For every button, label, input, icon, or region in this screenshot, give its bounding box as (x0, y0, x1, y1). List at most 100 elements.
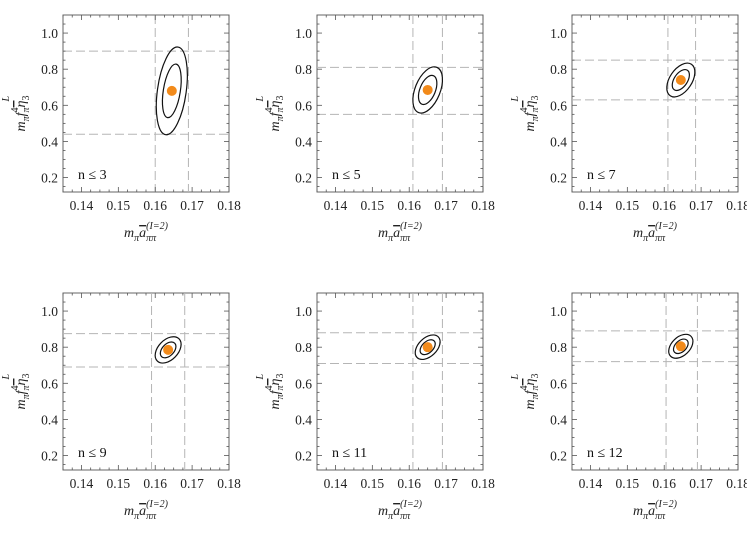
y-tick-label: 0.6 (295, 376, 312, 391)
y-tick-label: 1.0 (295, 304, 312, 319)
y-tick-label: 0.4 (41, 412, 58, 427)
x-tick-label: 0.17 (689, 476, 713, 491)
y-tick-label: 0.2 (550, 449, 567, 464)
confidence-ellipse-outer (155, 46, 188, 136)
panel-label: n ≤ 5 (332, 168, 361, 183)
x-tick-label: 0.15 (107, 198, 131, 213)
y-tick-label: 0.4 (550, 412, 567, 427)
best-fit-point (422, 84, 433, 95)
y-tick-label: 0.8 (295, 340, 312, 355)
x-tick-label: 0.18 (471, 198, 495, 213)
best-fit-point (422, 342, 433, 353)
x-tick-label: 0.14 (579, 476, 603, 491)
confidence-ellipse-outer (666, 62, 696, 98)
confidence-ellipse-outer (412, 66, 444, 114)
y-tick-label: 0.4 (295, 412, 312, 427)
y-tick-label: 0.8 (41, 62, 58, 77)
x-tick-label: 0.17 (434, 476, 458, 491)
x-axis-label: mπaππ(I=2) (633, 221, 678, 244)
x-tick-label: 0.18 (217, 198, 241, 213)
panel-label: n ≤ 3 (78, 168, 107, 183)
x-axis-label: mπaππ(I=2) (124, 499, 169, 522)
x-axis-label: mπaππ(I=2) (378, 221, 423, 244)
x-tick-label: 0.15 (361, 476, 385, 491)
x-axis-label: mπaππ(I=2) (124, 221, 169, 244)
y-tick-label: 1.0 (550, 26, 567, 41)
x-tick-label: 0.15 (361, 198, 385, 213)
x-axis-label: mπaππ(I=2) (378, 499, 423, 522)
panel-label: n ≤ 12 (587, 446, 623, 461)
x-tick-label: 0.16 (143, 476, 167, 491)
x-tick-label: 0.14 (579, 198, 603, 213)
y-axis-label: mπfπ4η3L (255, 374, 286, 410)
best-fit-point (675, 341, 686, 352)
y-tick-label: 0.8 (295, 62, 312, 77)
x-tick-label: 0.16 (397, 476, 421, 491)
y-tick-label: 0.2 (41, 449, 58, 464)
y-tick-label: 0.4 (41, 134, 58, 149)
y-tick-label: 0.8 (41, 340, 58, 355)
x-tick-label: 0.15 (616, 198, 640, 213)
x-tick-label: 0.17 (180, 476, 204, 491)
x-tick-label: 0.14 (324, 476, 348, 491)
x-tick-label: 0.17 (434, 198, 458, 213)
plot-frame (62, 292, 230, 471)
y-axis-label: mπfπ4η3L (1, 374, 32, 410)
x-tick-label: 0.14 (70, 476, 94, 491)
chart-panel-5: 0.14 0.15 0.16 0.17 0.18 0.2 0.4 0.6 0.8 1.0 n ≤ 1… (255, 292, 495, 522)
y-tick-label: 0.8 (550, 62, 567, 77)
plot-frame (571, 14, 739, 193)
y-tick-label: 0.6 (41, 98, 58, 113)
confidence-ellipse-outer (668, 333, 694, 359)
x-tick-label: 0.18 (726, 476, 747, 491)
chart-panel-6: 0.14 0.15 0.16 0.17 0.18 0.2 0.4 0.6 0.8 1.0 n ≤ 1… (510, 292, 747, 522)
x-tick-label: 0.15 (107, 476, 131, 491)
best-fit-point (163, 344, 174, 355)
y-tick-label: 1.0 (41, 26, 58, 41)
y-tick-label: 0.2 (295, 171, 312, 186)
x-tick-label: 0.18 (471, 476, 495, 491)
x-tick-label: 0.16 (143, 198, 167, 213)
confidence-ellipse-inner (419, 339, 436, 356)
x-tick-label: 0.18 (217, 476, 241, 491)
y-tick-label: 0.4 (295, 134, 312, 149)
plot-frame (316, 14, 484, 193)
confidence-ellipse-inner (417, 74, 438, 106)
y-tick-label: 1.0 (295, 26, 312, 41)
y-tick-label: 0.6 (295, 98, 312, 113)
confidence-ellipse-inner (159, 341, 177, 359)
x-tick-label: 0.16 (397, 198, 421, 213)
y-axis-label: mπfπ4η3L (1, 96, 32, 132)
panel-label: n ≤ 11 (332, 446, 367, 461)
y-tick-label: 1.0 (550, 304, 567, 319)
panel-label: n ≤ 9 (78, 446, 107, 461)
y-tick-label: 1.0 (41, 304, 58, 319)
confidence-ellipse-inner (161, 63, 182, 119)
x-tick-label: 0.16 (652, 198, 676, 213)
y-tick-label: 0.2 (295, 449, 312, 464)
x-tick-label: 0.15 (616, 476, 640, 491)
chart-panel-4: 0.14 0.15 0.16 0.17 0.18 0.2 0.4 0.6 0.8 1.0 n ≤ 9… (1, 292, 241, 522)
confidence-ellipse-outer (154, 336, 182, 364)
x-tick-label: 0.16 (652, 476, 676, 491)
y-tick-label: 0.8 (550, 340, 567, 355)
y-tick-label: 0.6 (550, 376, 567, 391)
y-tick-label: 0.4 (550, 134, 567, 149)
x-tick-label: 0.14 (324, 198, 348, 213)
plot-frame (62, 14, 230, 193)
y-tick-label: 0.6 (41, 376, 58, 391)
confidence-ellipse-outer (414, 334, 441, 361)
x-axis-label: mπaππ(I=2) (633, 499, 678, 522)
x-tick-label: 0.14 (70, 198, 94, 213)
panel-label: n ≤ 7 (587, 168, 616, 183)
x-tick-label: 0.18 (726, 198, 747, 213)
y-tick-label: 0.2 (41, 171, 58, 186)
x-tick-label: 0.17 (689, 198, 713, 213)
confidence-ellipse-inner (672, 338, 689, 355)
y-tick-label: 0.2 (550, 171, 567, 186)
plot-frame (571, 292, 739, 471)
y-axis-label: mπfπ4η3L (510, 374, 541, 410)
